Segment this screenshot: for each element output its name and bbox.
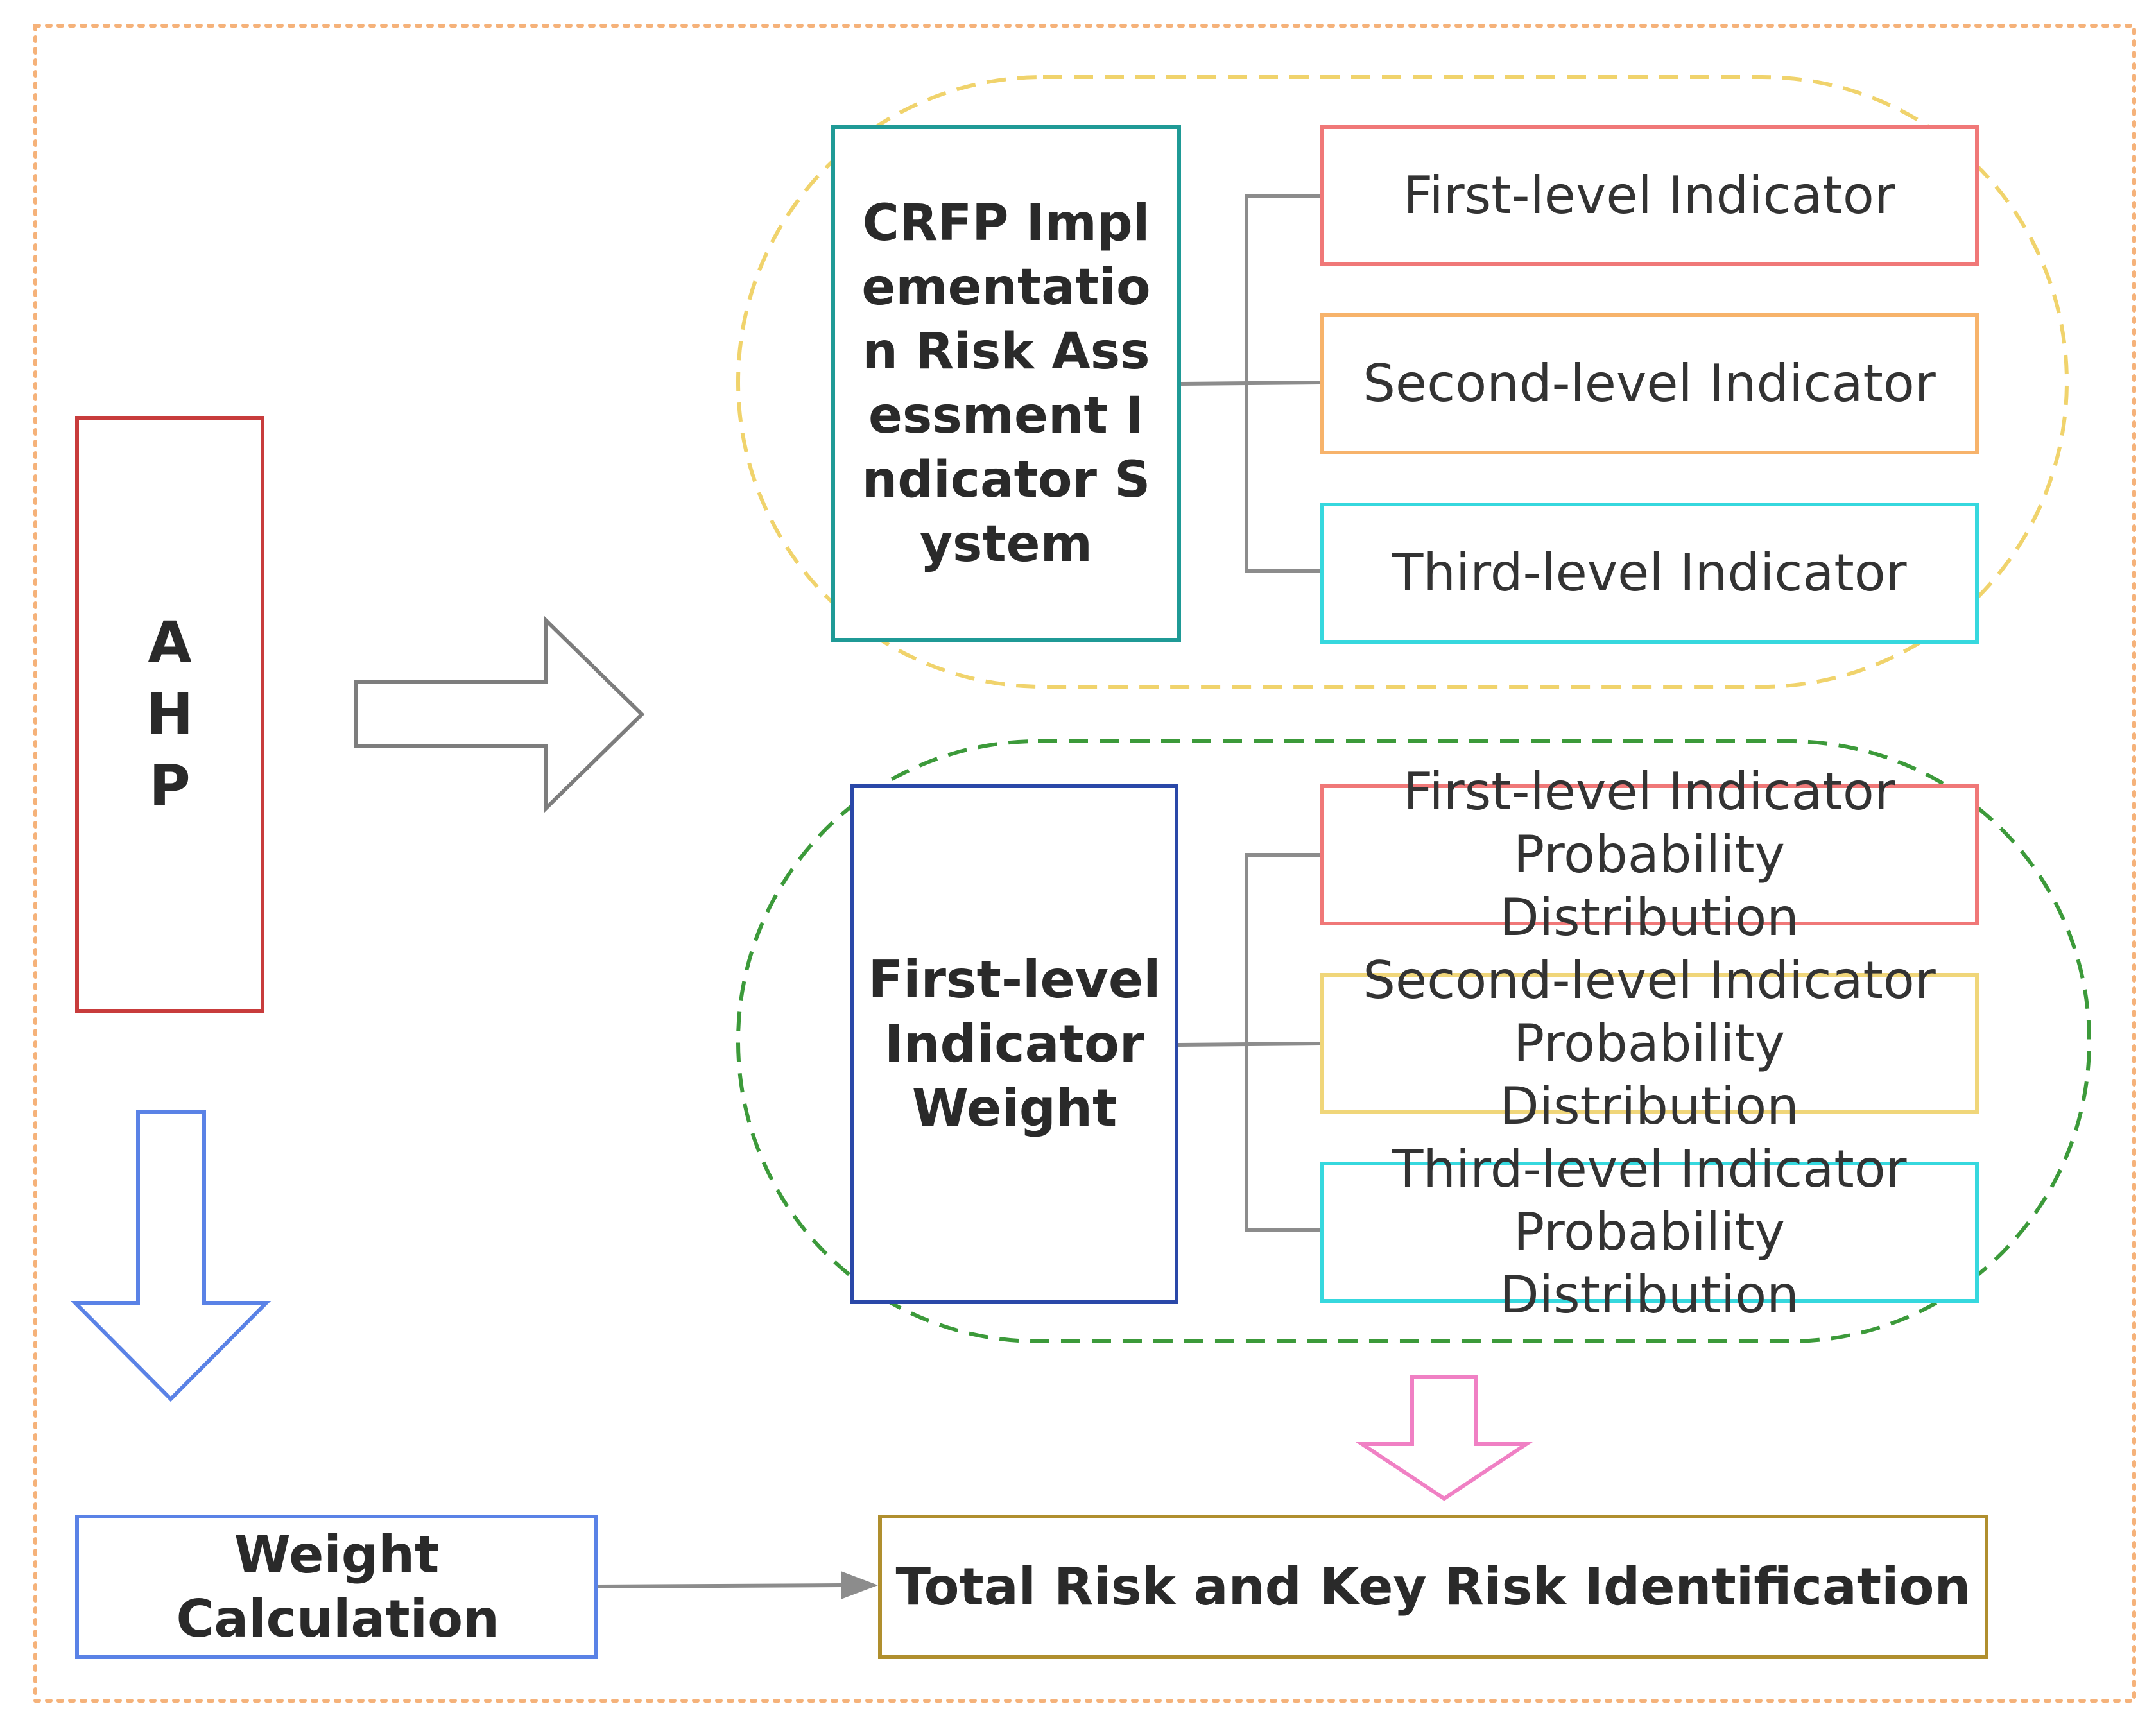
pink-down-arrow — [1356, 1375, 1533, 1501]
first-level-distribution-label: First-level Indicator Probability Distri… — [1403, 762, 1895, 947]
second-level-indicator-box: Second-level Indicator — [1320, 313, 1979, 454]
third-level-distribution-label: Third-level Indicator Probability Distri… — [1392, 1139, 1907, 1325]
weight-calculation-label: Weight Calculation — [176, 1524, 499, 1649]
outer-frame — [33, 24, 2136, 1703]
indicator-weight-label: First-level Indicator Weight — [868, 950, 1161, 1138]
third-level-indicator-label: Third-level Indicator — [1392, 543, 1907, 603]
down-block-arrow — [70, 1110, 272, 1402]
first-level-distribution-box: First-level Indicator Probability Distri… — [1320, 762, 1979, 947]
indicator-system-group — [736, 75, 2069, 689]
ahp-label: A H P — [146, 609, 194, 819]
right-block-arrow — [354, 615, 645, 814]
calc-to-total-arrow — [596, 1571, 878, 1599]
first-level-indicator-box: First-level Indicator — [1320, 125, 1979, 266]
second-level-distribution-label: Second-level Indicator Probability Distr… — [1363, 950, 1936, 1136]
third-level-distribution-box: Third-level Indicator Probability Distri… — [1320, 1139, 1979, 1325]
weight-calculation-box: Weight Calculation — [75, 1515, 598, 1659]
ahp-box: A H P — [75, 416, 264, 1013]
total-risk-label: Total Risk and Key Risk Identification — [895, 1557, 1971, 1617]
indicator-system-label: CRFP Implementation Risk Assessment Indi… — [861, 194, 1151, 573]
third-level-indicator-box: Third-level Indicator — [1320, 503, 1979, 644]
weight-connector — [1178, 853, 1320, 1232]
system-connector — [1180, 194, 1320, 573]
indicator-weight-box: First-level Indicator Weight — [850, 784, 1178, 1304]
indicator-system-box: CRFP Implementation Risk Assessment Indi… — [831, 125, 1181, 642]
first-level-indicator-label: First-level Indicator — [1403, 166, 1895, 225]
distribution-group — [736, 739, 2091, 1343]
second-level-distribution-box: Second-level Indicator Probability Distr… — [1320, 950, 1979, 1136]
second-level-indicator-label: Second-level Indicator — [1363, 354, 1936, 413]
total-risk-box: Total Risk and Key Risk Identification — [878, 1515, 1988, 1659]
